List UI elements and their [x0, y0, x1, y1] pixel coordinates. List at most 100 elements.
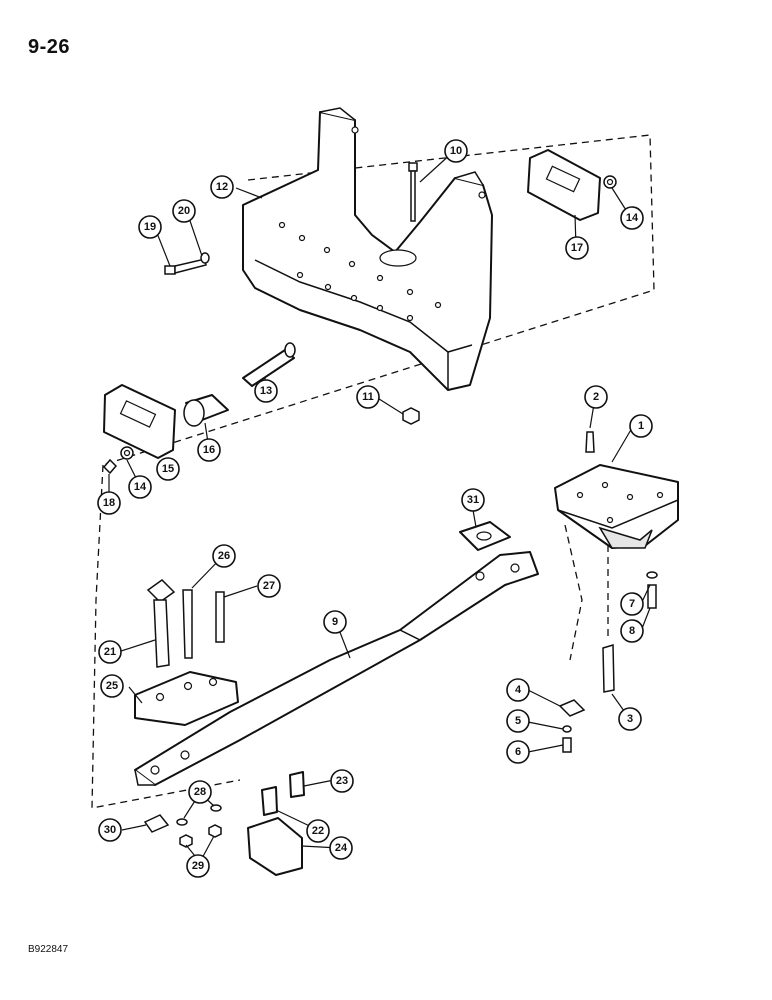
callout-25: 25	[100, 674, 124, 698]
drawbar-support	[554, 464, 679, 549]
bolt-27	[215, 591, 225, 643]
callout-number: 1	[638, 420, 644, 432]
callout-number: 22	[312, 825, 324, 837]
nut-14-left	[120, 446, 134, 460]
callout-number: 3	[627, 713, 633, 725]
washer-20	[200, 252, 210, 264]
callout-number: 29	[192, 860, 204, 872]
callout-number: 13	[260, 385, 272, 397]
callout-number: 14	[626, 212, 639, 224]
drawbar-9	[134, 551, 539, 786]
callout-number: 2	[593, 391, 599, 403]
callout-21: 21	[98, 640, 122, 664]
callout-15: 15	[156, 457, 180, 481]
callout-labels: 1234567891011121314141516171819202122232…	[97, 139, 653, 878]
callout-9: 9	[323, 610, 347, 634]
figure-code: B922847	[28, 944, 69, 955]
callout-17: 17	[565, 236, 589, 260]
callout-23: 23	[330, 769, 354, 793]
pin-3	[602, 643, 615, 693]
callout-number: 19	[144, 221, 156, 233]
callout-number: 25	[106, 680, 118, 692]
callout-14: 14	[128, 475, 152, 499]
hitch-pin-21	[146, 579, 176, 668]
callout-24: 24	[329, 836, 353, 860]
callout-number: 17	[571, 242, 583, 254]
weight-bracket	[242, 107, 493, 391]
callout-16: 16	[197, 438, 221, 462]
clip-30	[143, 814, 170, 833]
bolt-10	[408, 162, 418, 222]
callout-number: 27	[263, 580, 275, 592]
callout-1: 1	[629, 414, 653, 438]
fitting-18	[102, 458, 118, 475]
callout-number: 30	[104, 824, 116, 836]
bolt-6	[562, 737, 572, 753]
callout-30: 30	[98, 818, 122, 842]
callout-2: 2	[584, 385, 608, 409]
callout-6: 6	[506, 740, 530, 764]
clevis-block-25	[134, 671, 239, 726]
callout-number: 8	[629, 625, 635, 637]
callout-number: 26	[218, 550, 230, 562]
callout-number: 21	[104, 646, 116, 658]
callout-20: 20	[172, 199, 196, 223]
callout-number: 6	[515, 746, 521, 758]
callout-number: 11	[362, 391, 374, 403]
callout-number: 23	[336, 775, 348, 787]
callout-number: 24	[335, 842, 348, 854]
callout-number: 15	[162, 463, 174, 475]
callout-18: 18	[97, 491, 121, 515]
callout-31: 31	[461, 488, 485, 512]
plate-4	[558, 699, 586, 717]
drawbar-pin-guide	[564, 524, 583, 661]
callout-27: 27	[257, 574, 281, 598]
bracket-24	[247, 817, 303, 876]
callout-19: 19	[138, 215, 162, 239]
callout-number: 20	[178, 205, 190, 217]
callout-4: 4	[506, 678, 530, 702]
side-plate-17	[527, 149, 601, 221]
side-plate-15	[103, 384, 176, 459]
upper-assembly-boundary	[102, 134, 655, 466]
callout-22: 22	[306, 819, 330, 843]
callout-number: 12	[216, 181, 228, 193]
dowel-2	[585, 431, 595, 453]
page-number: 9-26	[28, 36, 71, 58]
bolt-19	[164, 258, 207, 275]
bolt-26	[182, 589, 193, 659]
nut-14-right	[603, 175, 617, 189]
callout-number: 31	[467, 494, 479, 506]
callout-28: 28	[188, 780, 212, 804]
callout-8: 8	[620, 619, 644, 643]
callout-number: 5	[515, 715, 521, 727]
washer-7	[646, 571, 658, 579]
callout-11: 11	[356, 385, 380, 409]
callout-number: 10	[450, 145, 462, 157]
callout-number: 16	[203, 444, 215, 456]
callout-number: 18	[103, 497, 115, 509]
callout-number: 28	[194, 786, 206, 798]
callout-29: 29	[186, 854, 210, 878]
callout-13: 13	[254, 379, 278, 403]
callout-12: 12	[210, 175, 234, 199]
callout-number: 7	[629, 598, 635, 610]
callout-26: 26	[212, 544, 236, 568]
nut-29-right	[208, 824, 222, 838]
washer-28-right	[210, 804, 222, 812]
bushing-23	[289, 771, 305, 798]
washer-5	[562, 725, 572, 733]
bushing-22	[261, 786, 278, 816]
callout-3: 3	[618, 707, 642, 731]
callout-number: 14	[134, 481, 147, 493]
bolt-8	[647, 584, 657, 609]
bushing-16	[183, 394, 229, 427]
callout-14: 14	[620, 206, 644, 230]
callout-5: 5	[506, 709, 530, 733]
nut-11	[402, 407, 420, 425]
callout-number: 4	[515, 684, 522, 696]
washer-28-left	[176, 818, 188, 826]
callout-7: 7	[620, 592, 644, 616]
callout-number: 9	[332, 616, 338, 628]
